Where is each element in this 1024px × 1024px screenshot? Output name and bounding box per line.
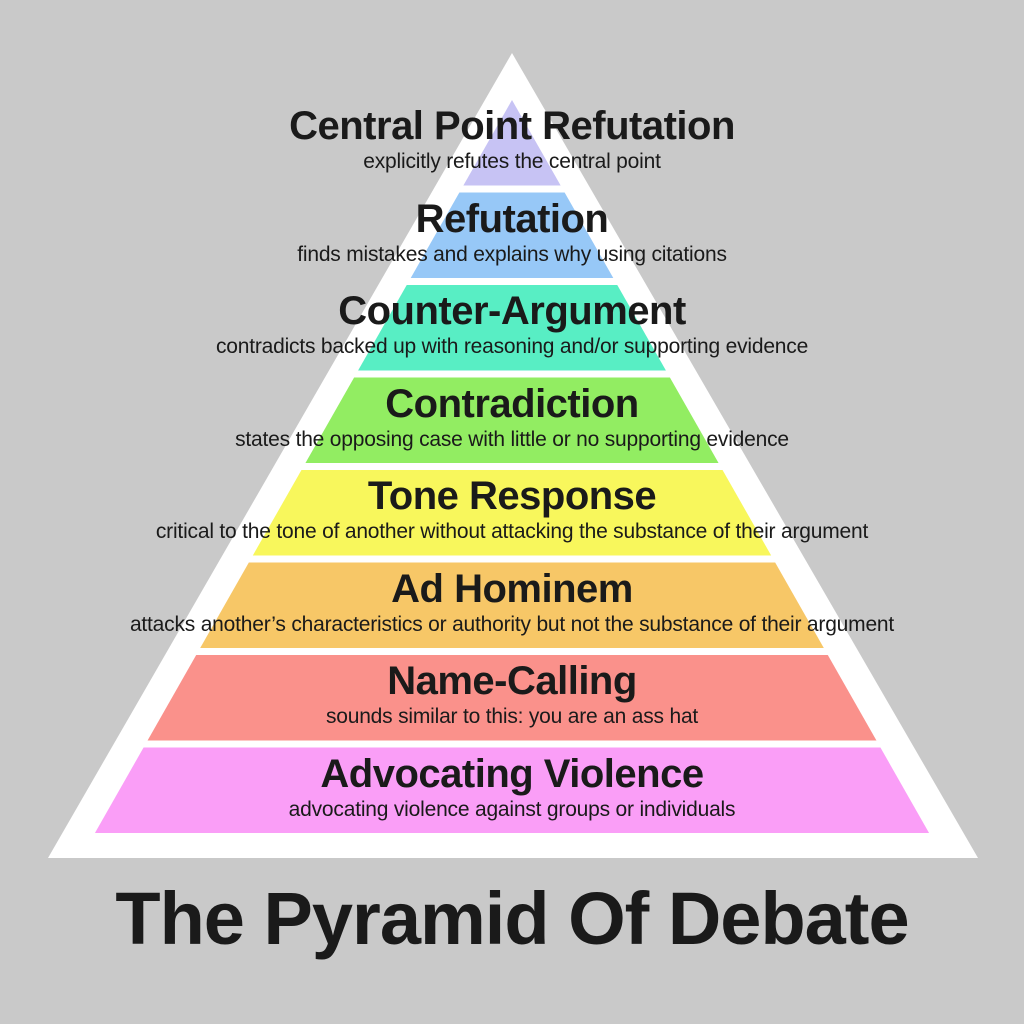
band-shape: [200, 562, 824, 648]
band-shape: [94, 747, 930, 833]
pyramid-bands: [94, 100, 930, 833]
band-shape: [147, 655, 877, 741]
poster-title: The Pyramid Of Debate: [115, 877, 909, 960]
band-shape: [463, 100, 561, 186]
band-shape: [358, 285, 666, 371]
band-shape: [252, 470, 772, 556]
band-shape: [410, 192, 614, 278]
band-shape: [305, 377, 719, 463]
